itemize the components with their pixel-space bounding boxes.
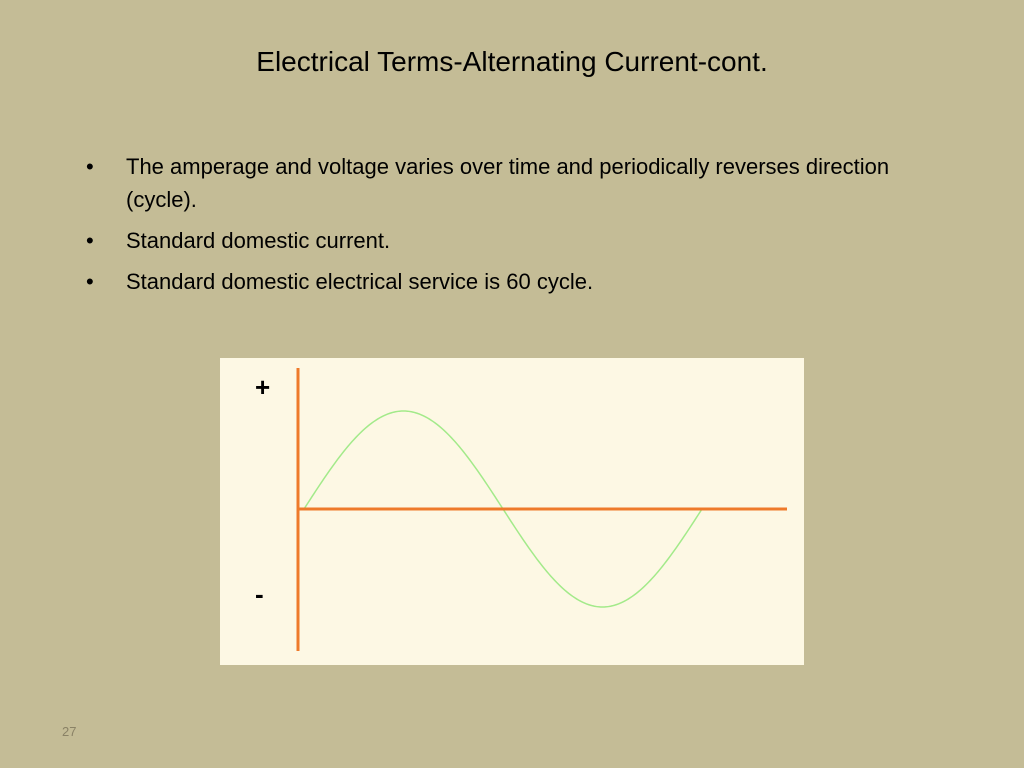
bullet-list: • The amperage and voltage varies over t…	[84, 150, 944, 306]
page-number: 27	[62, 724, 77, 739]
negative-label: -	[255, 579, 264, 609]
bullet-item: • Standard domestic electrical service i…	[84, 265, 944, 298]
bullet-item: • Standard domestic current.	[84, 224, 944, 257]
ac-sine-wave-figure: + -	[220, 358, 804, 665]
bullet-item: • The amperage and voltage varies over t…	[84, 150, 944, 216]
bullet-dot: •	[86, 269, 94, 294]
bullet-text: Standard domestic current.	[126, 228, 391, 253]
bullet-dot: •	[86, 228, 94, 253]
slide-title: Electrical Terms-Alternating Current-con…	[256, 46, 768, 77]
bullet-dot: •	[86, 154, 94, 179]
bullet-text: Standard domestic electrical service is …	[126, 269, 594, 294]
sine-wave-diagram: + -	[255, 368, 787, 651]
positive-label: +	[255, 372, 270, 402]
bullet-text: The amperage and voltage varies over tim…	[126, 154, 890, 212]
